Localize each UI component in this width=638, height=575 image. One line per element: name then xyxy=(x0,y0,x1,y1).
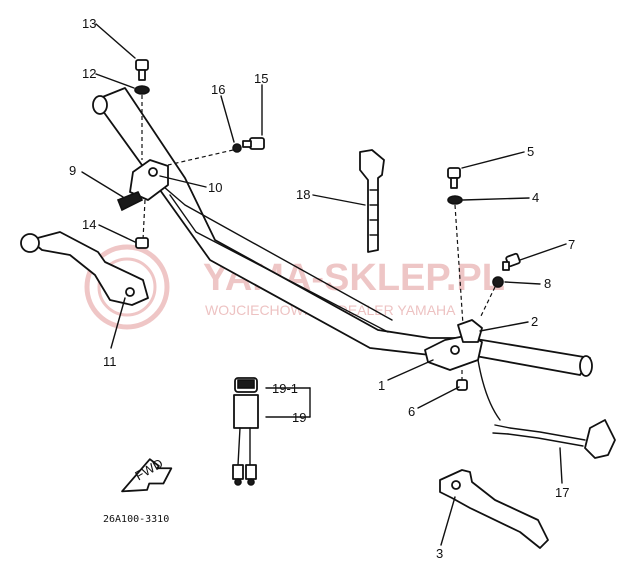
callout-17: 17 xyxy=(555,485,569,500)
callout-10: 10 xyxy=(208,180,222,195)
cable-tie xyxy=(359,149,385,253)
brake-lever-holder xyxy=(424,319,483,371)
callout-9: 9 xyxy=(69,163,76,178)
switch-19 xyxy=(232,377,259,486)
forward-arrow: FWD xyxy=(121,456,173,493)
nut-14 xyxy=(135,237,149,249)
washer-4 xyxy=(447,195,463,205)
callout-4: 4 xyxy=(532,190,539,205)
bolt-7 xyxy=(502,252,521,271)
bolt-13 xyxy=(135,59,149,81)
callout-13: 13 xyxy=(82,16,96,31)
callout-6: 6 xyxy=(408,404,415,419)
clutch-lever-holder xyxy=(116,159,169,212)
callout-18: 18 xyxy=(296,187,310,202)
washer-16 xyxy=(232,143,242,153)
handlebar xyxy=(92,87,593,377)
callout-15: 15 xyxy=(254,71,268,86)
bolt-5 xyxy=(447,167,461,189)
callout-14: 14 xyxy=(82,217,96,232)
callout-12: 12 xyxy=(82,66,96,81)
diagram-code: 26A100-3310 xyxy=(103,514,169,525)
switch-17 xyxy=(477,359,616,459)
clutch-lever xyxy=(20,231,149,306)
washer-12 xyxy=(134,85,150,95)
callout-11: 11 xyxy=(103,354,117,369)
callout-19-1: 19-1 xyxy=(272,381,298,396)
callout-2: 2 xyxy=(531,314,538,329)
callout-8: 8 xyxy=(544,276,551,291)
callout-7: 7 xyxy=(568,237,575,252)
brake-lever xyxy=(439,469,549,549)
callout-5: 5 xyxy=(527,144,534,159)
washer-8 xyxy=(492,276,504,288)
callout-1: 1 xyxy=(378,378,385,393)
callout-3: 3 xyxy=(436,546,443,561)
callout-labels: 13 12 15 16 9 10 14 11 18 5 4 7 8 2 1 6 … xyxy=(69,16,575,561)
bolt-15 xyxy=(242,137,265,150)
callout-19: 19 xyxy=(292,410,306,425)
nut-6 xyxy=(456,379,468,391)
callout-16: 16 xyxy=(211,82,225,97)
leader-lines xyxy=(81,23,567,546)
